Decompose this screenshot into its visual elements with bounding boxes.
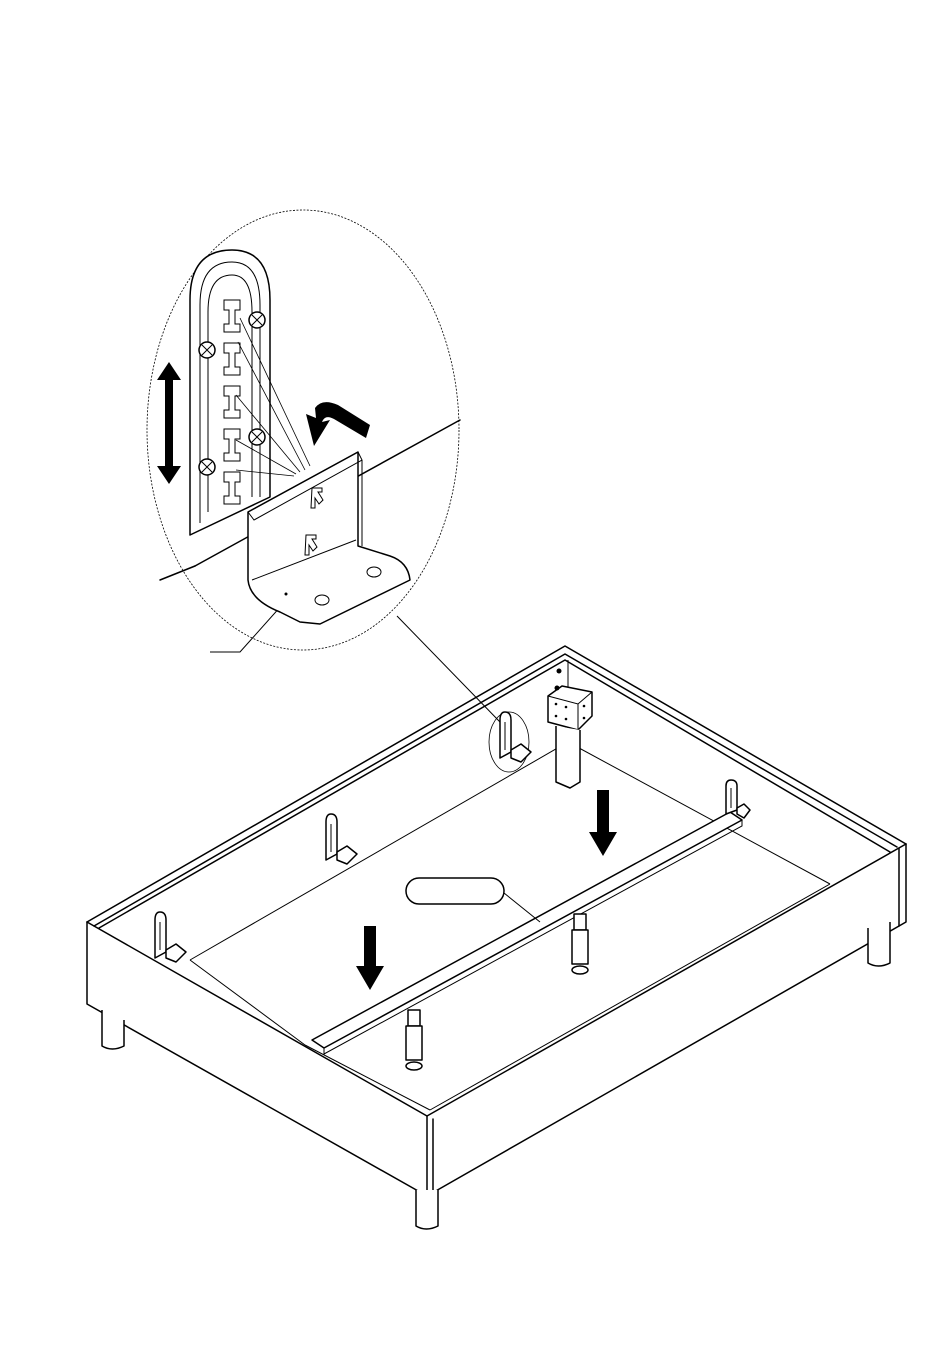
l-bracket [248, 452, 410, 624]
detail-magnifier [147, 210, 500, 722]
center-rail [312, 812, 742, 1054]
down-arrow-icon [356, 926, 384, 990]
corner-leg-block [548, 669, 592, 789]
down-arrow-icon [589, 790, 617, 856]
frame-legs [102, 922, 890, 1229]
part-label-capsule [406, 878, 540, 922]
frame-bracket-1 [155, 912, 186, 962]
frame-bracket-3 [500, 712, 531, 762]
frame-brackets [155, 712, 750, 962]
hook-arrow-icon [306, 402, 370, 446]
support-leg [406, 914, 588, 1070]
bed-frame [87, 646, 906, 1229]
frame-bracket-4 [726, 780, 750, 818]
frame-bracket-2 [326, 814, 357, 864]
up-down-arrow-icon [157, 362, 181, 484]
